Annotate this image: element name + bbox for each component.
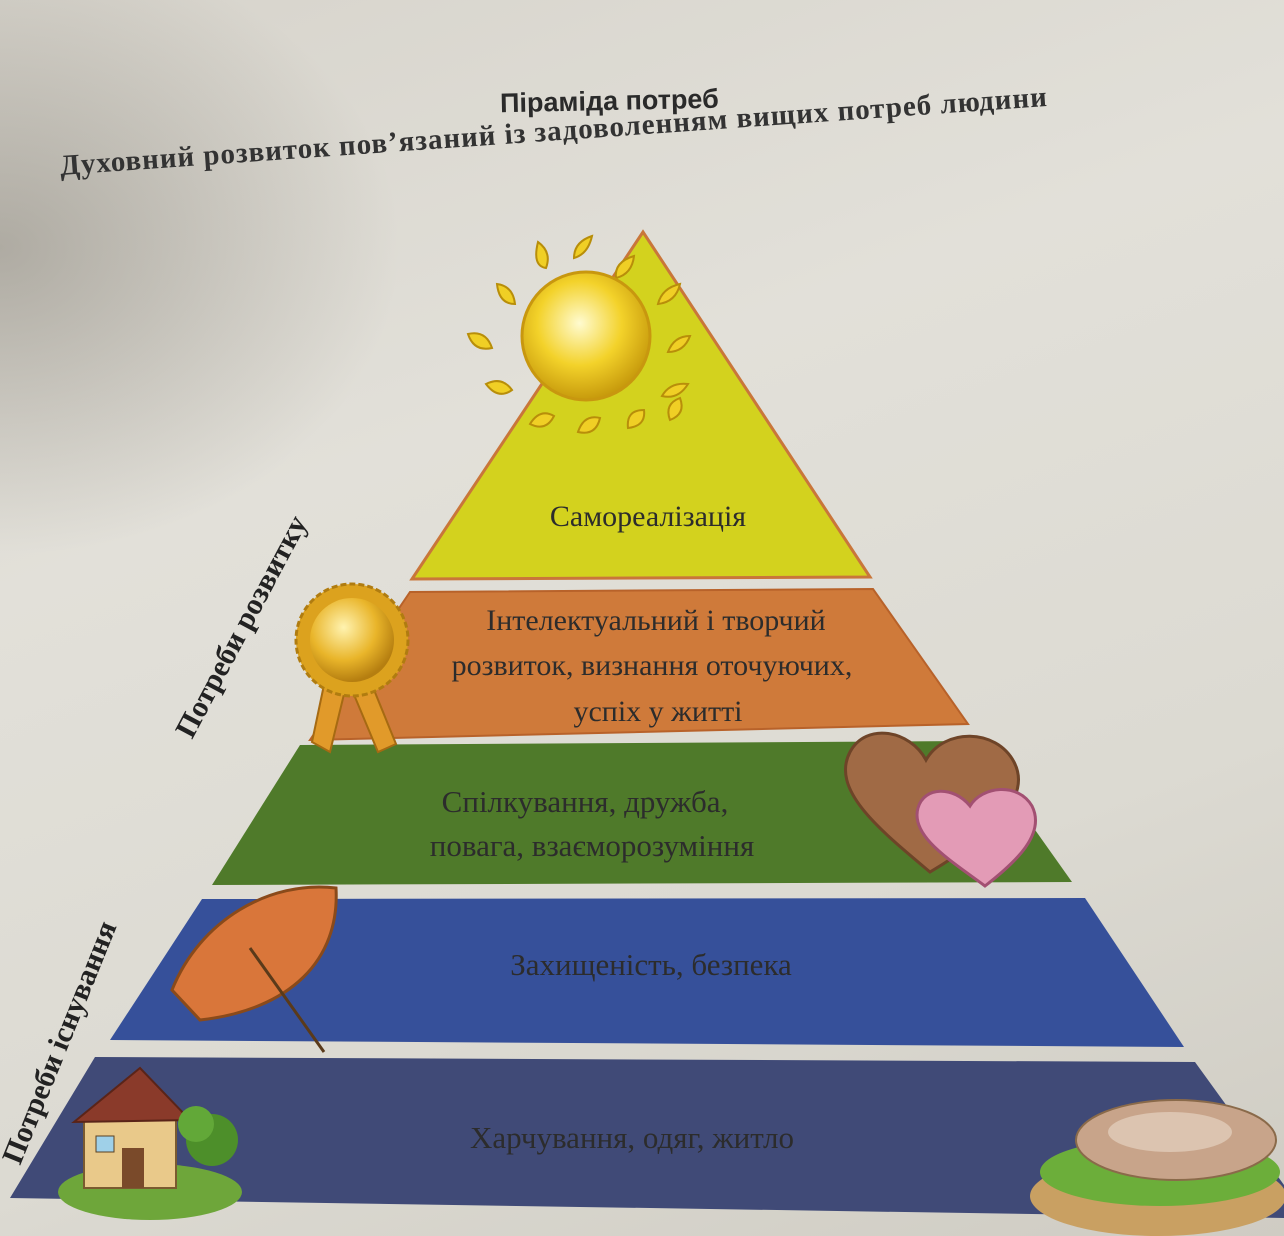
tier-3-label-line-1: Спілкування, дружба, [442, 784, 729, 819]
tier-2-label-line-2: розвиток, визнання оточуючих, [452, 649, 853, 682]
tier-5-label-line-1: Харчування, одяг, житло [470, 1120, 794, 1155]
tier-3-label-line-2: повага, взаєморозуміння [430, 828, 754, 863]
tier-2-label-line-1: Інтелектуальний і творчий [486, 604, 826, 637]
tier-1-label-line-1: Самореалізація [550, 500, 746, 533]
tier-2-label-line-3: успіх у житті [573, 695, 742, 728]
tier-4-label-line-1: Захищеність, безпека [510, 947, 792, 982]
development-needs-label: Потреби розвитку [169, 510, 314, 743]
